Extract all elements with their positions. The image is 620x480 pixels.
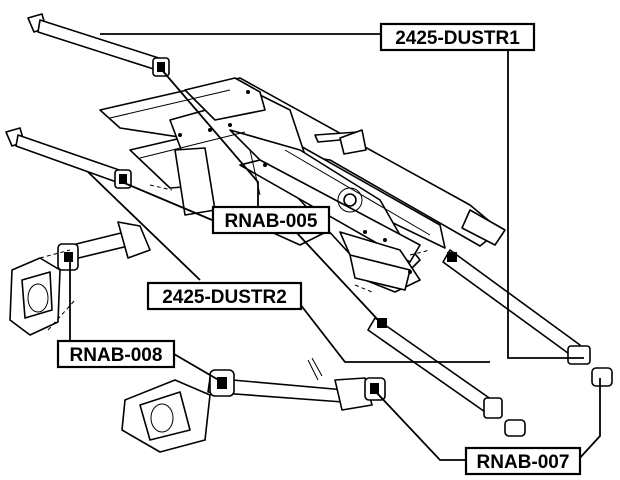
label-rnab-007: RNAB-007 xyxy=(464,446,582,476)
label-rnab-008: RNAB-008 xyxy=(56,339,176,369)
label-2425-dustr2: 2425-DUSTR2 xyxy=(146,281,303,311)
label-2425-dustr1-text: 2425-DUSTR1 xyxy=(395,28,520,49)
label-2425-dustr1: 2425-DUSTR1 xyxy=(379,22,536,52)
label-rnab-008-text: RNAB-008 xyxy=(70,345,163,366)
left-knuckle-assembly xyxy=(9,221,151,336)
upper-control-arm xyxy=(27,13,170,77)
lower-control-arm xyxy=(5,127,132,189)
label-rnab-005: RNAB-005 xyxy=(211,205,331,235)
right-lower-arm xyxy=(367,317,613,437)
label-rnab-007-text: RNAB-007 xyxy=(477,452,570,473)
label-2425-dustr2-text: 2425-DUSTR2 xyxy=(162,287,287,308)
lower-knuckle-assembly xyxy=(121,357,386,453)
rear-subframe xyxy=(99,77,506,293)
right-long-arm xyxy=(442,249,591,365)
label-rnab-005-text: RNAB-005 xyxy=(225,211,318,232)
